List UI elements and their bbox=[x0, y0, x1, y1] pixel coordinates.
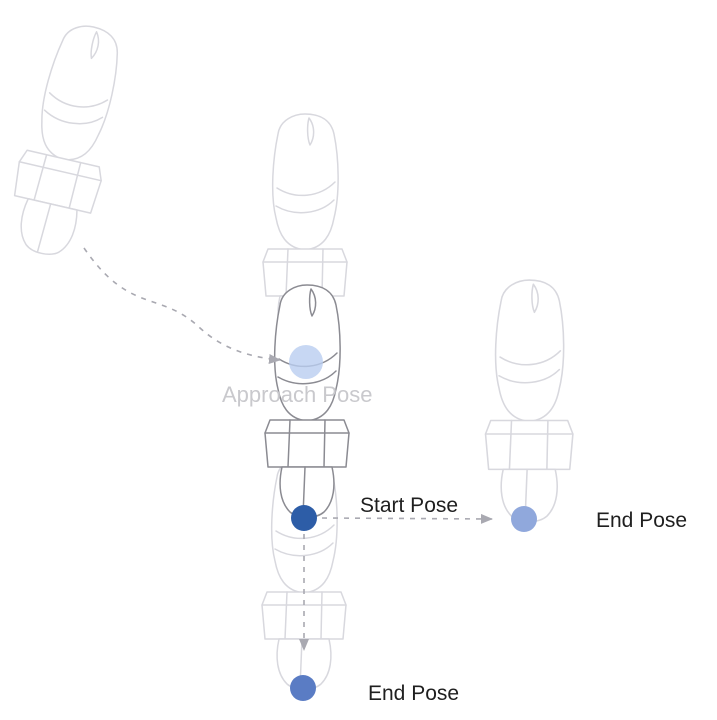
end-pose-bottom-dot bbox=[290, 675, 316, 701]
start-to-end-right-arrow bbox=[321, 513, 493, 524]
gripper-sketch-right bbox=[484, 279, 574, 523]
end-pose-right-dot bbox=[511, 506, 537, 532]
end-pose-right-label: End Pose bbox=[596, 509, 687, 532]
approach-pose-label: Approach Pose bbox=[222, 382, 372, 407]
end-pose-bottom-label: End Pose bbox=[368, 682, 459, 705]
start-pose-label: Start Pose bbox=[360, 494, 458, 517]
gripper-sketch-top-left bbox=[0, 16, 136, 264]
start-pose-dot bbox=[291, 505, 317, 531]
approach-path-arrow bbox=[83, 247, 281, 364]
approach-pose-dot bbox=[289, 345, 323, 379]
